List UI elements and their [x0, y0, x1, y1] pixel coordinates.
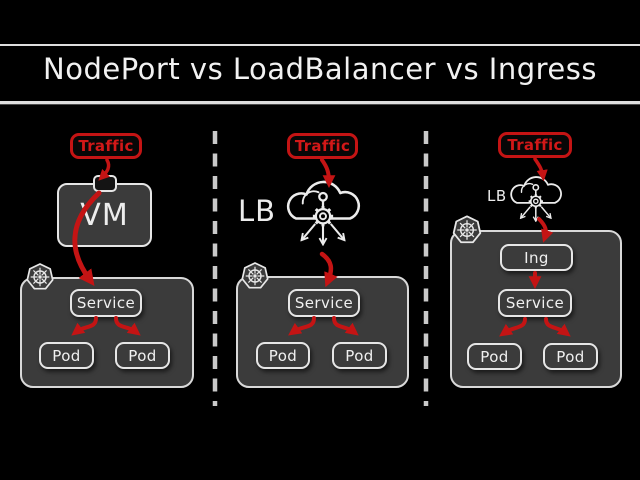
traffic-label: Traffic [294, 137, 351, 155]
ingress-box: Ing [500, 244, 573, 271]
vm-node-box: VM [57, 183, 152, 247]
pod-label: Pod [128, 346, 157, 365]
pod-label: Pod [345, 346, 374, 365]
service-box-loadbalancer: Service [288, 289, 360, 317]
lb-label-ingress: LB [487, 187, 507, 205]
service-label: Service [505, 294, 565, 312]
pod-box: Pod [39, 342, 94, 369]
pod-label: Pod [268, 346, 298, 365]
cloud-loadbalancer-icon [288, 182, 359, 243]
arrow-traffic-to-lb [533, 157, 548, 182]
page-title: NodePort vs LoadBalancer vs Ingress [43, 52, 597, 86]
pod-label: Pod [52, 346, 81, 365]
traffic-badge-nodeport: Traffic [70, 133, 142, 159]
pod-box: Pod [543, 343, 598, 370]
service-label: Service [294, 294, 354, 312]
vm-label: VM [80, 197, 129, 233]
pod-box: Pod [332, 342, 387, 369]
title-rule-bottom [0, 101, 640, 105]
service-label: Service [76, 294, 136, 312]
traffic-badge-loadbalancer: Traffic [287, 133, 358, 159]
pod-label: Pod [480, 347, 509, 366]
service-box-nodeport: Service [70, 289, 142, 317]
arrow-traffic-to-lb [320, 158, 336, 188]
ingress-label: Ing [524, 248, 549, 267]
cloud-loadbalancer-icon [511, 177, 561, 220]
traffic-badge-ingress: Traffic [498, 132, 572, 158]
lb-label-loadbalancer: LB [238, 194, 277, 228]
traffic-label: Traffic [78, 137, 134, 155]
pod-label: Pod [556, 347, 585, 366]
title-rule-top [0, 44, 640, 46]
service-box-ingress: Service [498, 289, 572, 317]
traffic-label: Traffic [507, 136, 563, 154]
pod-box: Pod [467, 343, 522, 370]
pod-box: Pod [256, 342, 310, 369]
nodeport-port-box [93, 175, 117, 192]
pod-box: Pod [115, 342, 170, 369]
